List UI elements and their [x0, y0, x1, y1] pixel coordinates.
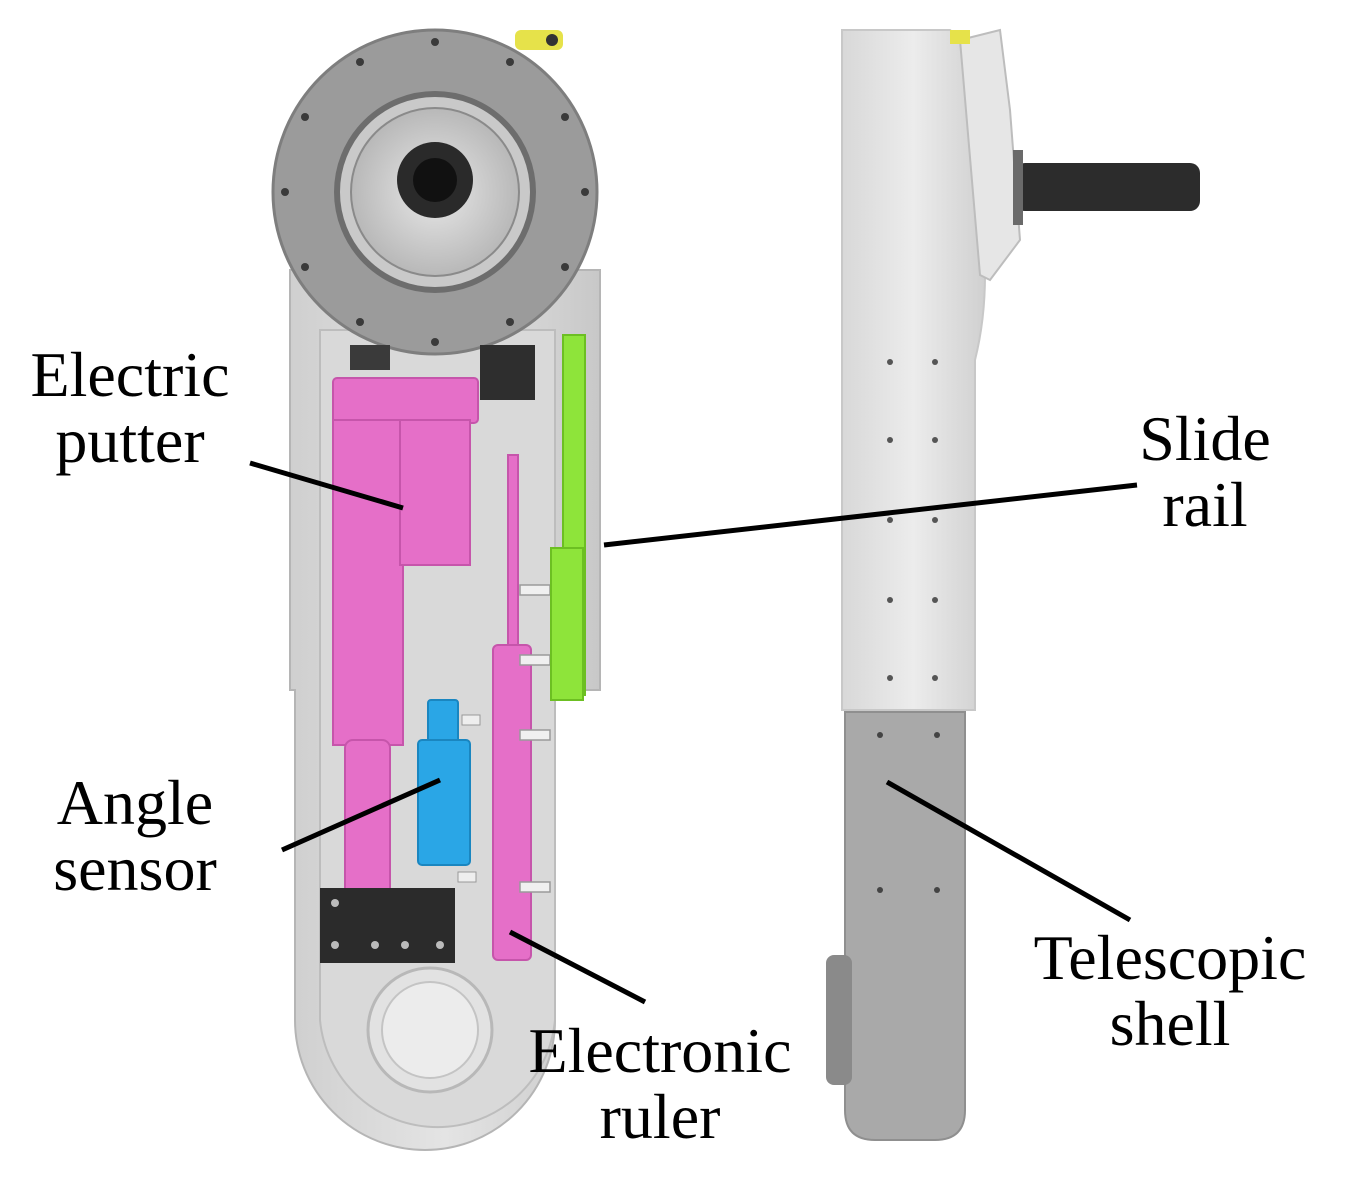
label-electronic-ruler-line2: ruler	[599, 1081, 721, 1152]
side-shaft-collar	[1013, 150, 1023, 225]
dark-mount-block	[480, 345, 535, 400]
label-electronic-ruler-line1: Electronic	[528, 1015, 792, 1086]
side-cover-plate	[958, 28, 1022, 282]
leader-slide-rail	[603, 482, 1138, 548]
side-telescopic-shell	[844, 711, 966, 1141]
flange-bolts	[281, 38, 589, 346]
label-slide-rail: Slide rail	[1110, 406, 1300, 538]
bracket-bolts	[331, 899, 444, 949]
shell-side-pad	[826, 955, 852, 1085]
label-telescopic-shell-line1: Telescopic	[1033, 922, 1307, 993]
front-view	[271, 28, 601, 1151]
label-electric-putter-line2: putter	[55, 405, 205, 476]
top-clip-hole	[546, 34, 558, 46]
shaft-core	[413, 158, 457, 202]
electric-putter	[332, 377, 479, 936]
leader-angle-sensor	[280, 777, 442, 853]
label-angle-sensor: Angle sensor	[15, 770, 255, 902]
side-clip	[950, 30, 970, 44]
bottom-bracket	[320, 888, 455, 963]
side-view	[826, 28, 1200, 1141]
dark-mount-small	[350, 345, 390, 370]
leader-lines	[249, 460, 1138, 1005]
label-telescopic-shell-line2: shell	[1109, 988, 1231, 1059]
label-angle-sensor-line2: sensor	[53, 833, 217, 904]
angle-sensor	[417, 699, 471, 866]
slide-rail	[550, 334, 586, 701]
leader-telescopic-shell	[885, 779, 1132, 923]
leader-electronic-ruler	[508, 929, 647, 1005]
shell-holes	[877, 732, 940, 893]
label-telescopic-shell: Telescopic shell	[1005, 925, 1335, 1057]
bottom-pulley-inner	[381, 981, 479, 1079]
side-holes	[887, 359, 938, 681]
label-slide-rail-line2: rail	[1162, 469, 1248, 540]
side-shaft	[1015, 163, 1200, 211]
label-electric-putter-line1: Electric	[30, 339, 230, 410]
sensor-mount-bottom	[457, 871, 477, 883]
label-slide-rail-line1: Slide	[1139, 403, 1271, 474]
label-angle-sensor-line1: Angle	[56, 767, 214, 838]
label-electric-putter: Electric putter	[0, 342, 260, 474]
sensor-mount-top	[461, 714, 481, 726]
leader-electric-putter	[249, 460, 404, 511]
side-upper-body	[841, 29, 986, 711]
label-electronic-ruler: Electronic ruler	[500, 1018, 820, 1150]
